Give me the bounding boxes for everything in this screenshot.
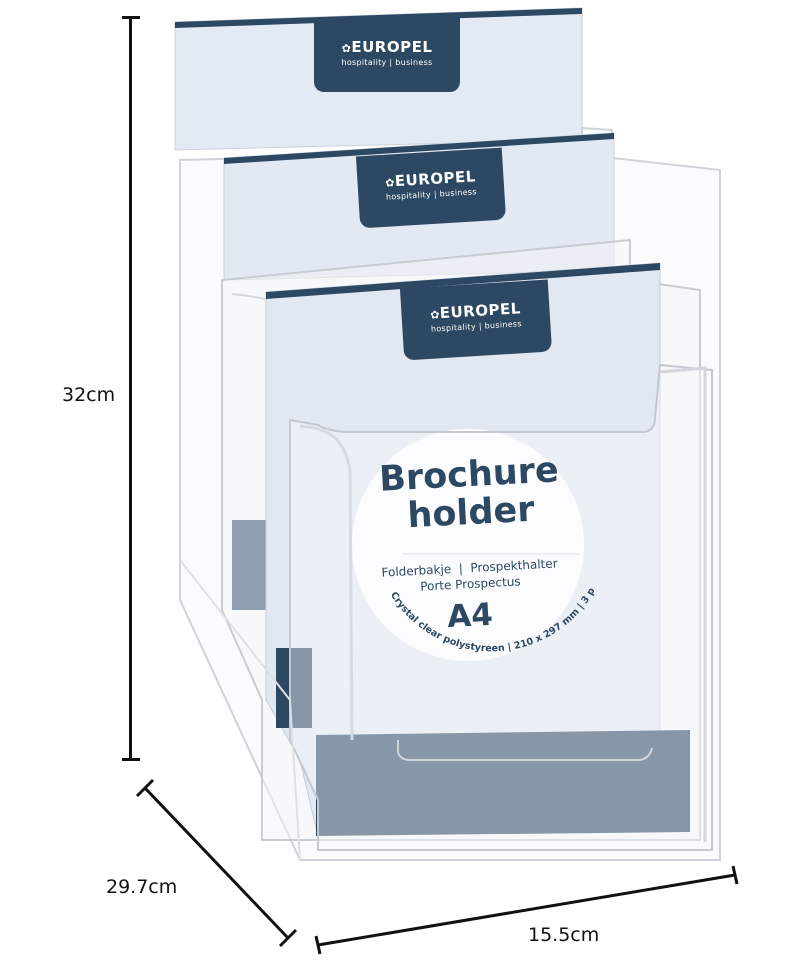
brand-tagline: hospitality | business [341, 58, 433, 67]
height-dimension-line [129, 18, 132, 760]
height-dimension-cap-bottom [122, 758, 140, 761]
height-dimension-label: 32cm [62, 384, 116, 406]
badge-title: Brochure holder [370, 450, 570, 537]
brochure-badge-circle [352, 429, 584, 661]
acrylic-front-pocket [179, 363, 713, 861]
depth-dimension-line [143, 786, 290, 940]
front-flyer [265, 262, 690, 836]
front-flyer-logo: EUROPEL hospitality | business [399, 279, 553, 361]
badge-size: A4 [446, 596, 494, 636]
width-dimension-line [317, 873, 736, 947]
depth-dimension-label: 29.7cm [106, 876, 178, 898]
back-flyer-logo: EUROPEL hospitality | business [314, 18, 460, 92]
height-dimension-cap-top [122, 16, 140, 19]
brand-name: EUROPEL [314, 38, 460, 56]
width-dimension-label: 15.5cm [528, 924, 600, 946]
middle-flyer-logo: EUROPEL hospitality | business [355, 147, 507, 229]
